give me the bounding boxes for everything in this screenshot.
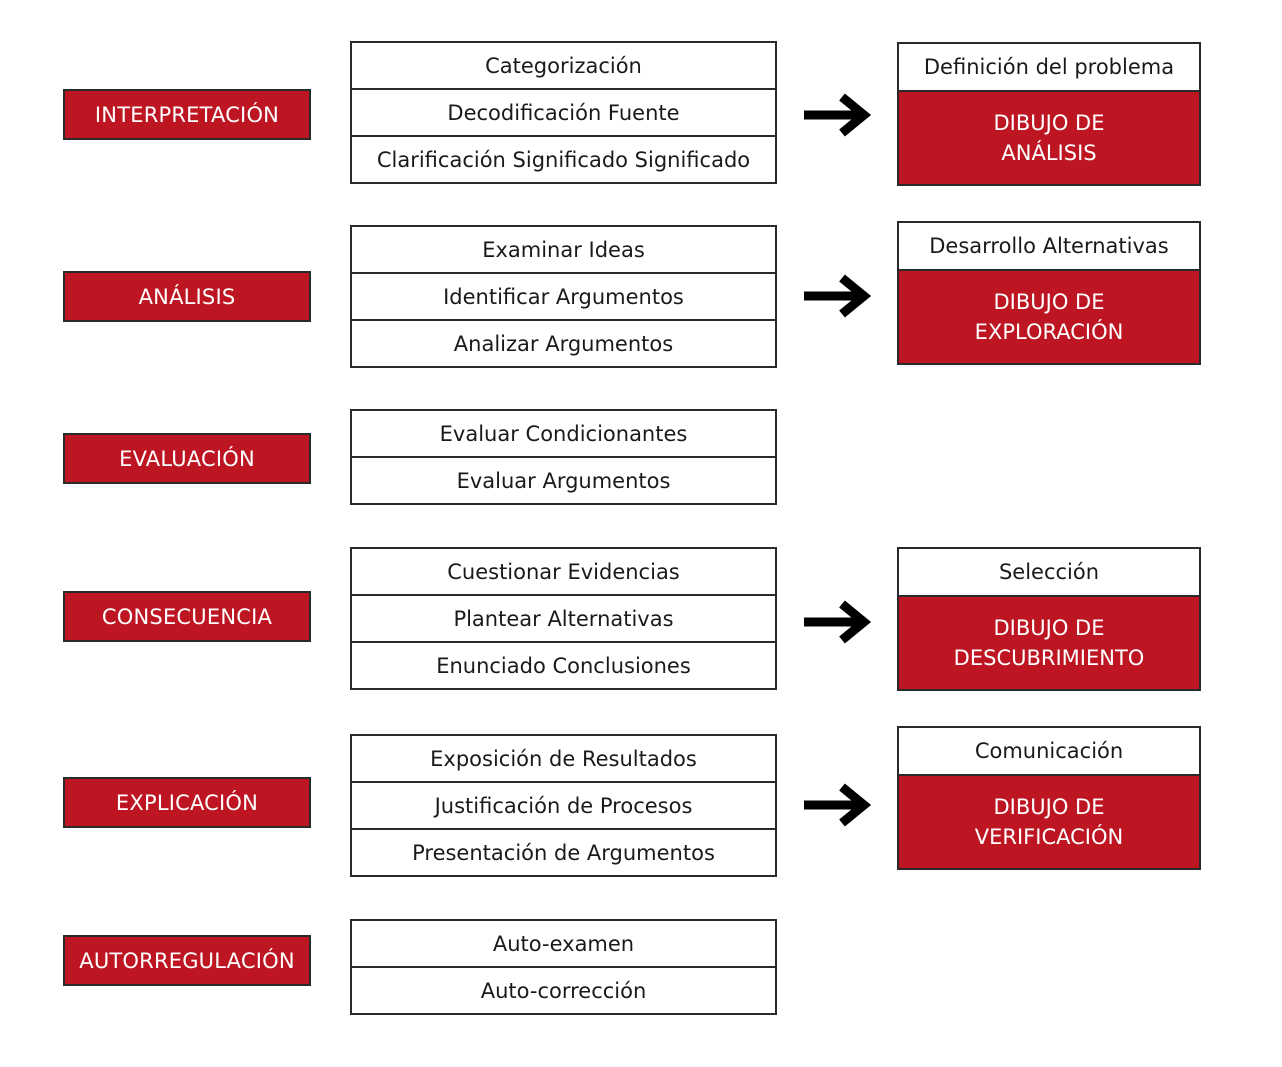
outcome-drawing: DIBUJO DE EXPLORACIÓN xyxy=(899,271,1199,363)
arrow-right-icon xyxy=(804,93,872,137)
outcome-box-verificacion: Comunicación DIBUJO DE VERIFICACIÓN xyxy=(897,726,1201,870)
outcome-box-analisis: Definición del problema DIBUJO DE ANÁLIS… xyxy=(897,42,1201,186)
outcome-box-exploracion: Desarrollo Alternativas DIBUJO DE EXPLOR… xyxy=(897,221,1201,365)
subskill-item: Auto-examen xyxy=(352,921,775,968)
outcome-stage: Definición del problema xyxy=(899,44,1199,92)
subskill-list-consecuencia: Cuestionar Evidencias Plantear Alternati… xyxy=(350,547,777,690)
outcome-drawing-line2: VERIFICACIÓN xyxy=(974,825,1124,849)
skill-explicacion: EXPLICACIÓN xyxy=(63,777,311,828)
outcome-drawing-line1: DIBUJO DE xyxy=(993,111,1105,135)
skill-interpretacion: INTERPRETACIÓN xyxy=(63,89,311,140)
skill-label: INTERPRETACIÓN xyxy=(94,102,280,127)
skill-autorregulacion: AUTORREGULACIÓN xyxy=(63,935,311,986)
arrow-right-icon xyxy=(804,274,872,318)
subskill-list-explicacion: Exposición de Resultados Justificación d… xyxy=(350,734,777,877)
subskill-item: Identificar Argumentos xyxy=(352,274,775,321)
skill-label: ANÁLISIS xyxy=(138,284,236,309)
subskill-item: Exposición de Resultados xyxy=(352,736,775,783)
outcome-drawing: DIBUJO DE ANÁLISIS xyxy=(899,92,1199,184)
outcome-drawing-line2: DESCUBRIMIENTO xyxy=(953,646,1145,670)
subskill-item: Clarificación Significado Significado xyxy=(352,137,775,184)
outcome-drawing: DIBUJO DE DESCUBRIMIENTO xyxy=(899,597,1199,689)
subskill-item: Evaluar Condicionantes xyxy=(352,411,775,458)
subskill-item: Plantear Alternativas xyxy=(352,596,775,643)
skill-label: AUTORREGULACIÓN xyxy=(79,948,295,973)
outcome-drawing-line1: DIBUJO DE xyxy=(993,616,1105,640)
skill-label: EXPLICACIÓN xyxy=(115,790,259,815)
arrow-right-icon xyxy=(804,600,872,644)
subskill-list-interpretacion: Categorización Decodificación Fuente Cla… xyxy=(350,41,777,184)
subskill-list-analisis: Examinar Ideas Identificar Argumentos An… xyxy=(350,225,777,368)
subskill-item: Justificación de Procesos xyxy=(352,783,775,830)
skill-evaluacion: EVALUACIÓN xyxy=(63,433,311,484)
subskill-item: Categorización xyxy=(352,43,775,90)
skill-label: EVALUACIÓN xyxy=(119,446,255,471)
skill-consecuencia: CONSECUENCIA xyxy=(63,591,311,642)
outcome-stage: Comunicación xyxy=(899,728,1199,776)
subskill-list-autorregulacion: Auto-examen Auto-corrección xyxy=(350,919,777,1015)
subskill-item: Enunciado Conclusiones xyxy=(352,643,775,690)
subskill-item: Decodificación Fuente xyxy=(352,90,775,137)
outcome-drawing-line2: ANÁLISIS xyxy=(1001,141,1097,165)
outcome-drawing-line1: DIBUJO DE xyxy=(993,290,1105,314)
outcome-box-descubrimiento: Selección DIBUJO DE DESCUBRIMIENTO xyxy=(897,547,1201,691)
outcome-drawing-line2: EXPLORACIÓN xyxy=(974,320,1124,344)
subskill-item: Auto-corrección xyxy=(352,968,775,1015)
subskill-item: Presentación de Argumentos xyxy=(352,830,775,877)
subskill-item: Analizar Argumentos xyxy=(352,321,775,368)
subskill-item: Cuestionar Evidencias xyxy=(352,549,775,596)
outcome-drawing: DIBUJO DE VERIFICACIÓN xyxy=(899,776,1199,868)
outcome-stage: Selección xyxy=(899,549,1199,597)
subskill-list-evaluacion: Evaluar Condicionantes Evaluar Argumento… xyxy=(350,409,777,505)
outcome-stage: Desarrollo Alternativas xyxy=(899,223,1199,271)
arrow-right-icon xyxy=(804,783,872,827)
outcome-drawing-line1: DIBUJO DE xyxy=(993,795,1105,819)
skill-analisis: ANÁLISIS xyxy=(63,271,311,322)
subskill-item: Examinar Ideas xyxy=(352,227,775,274)
subskill-item: Evaluar Argumentos xyxy=(352,458,775,505)
skill-label: CONSECUENCIA xyxy=(101,604,273,629)
